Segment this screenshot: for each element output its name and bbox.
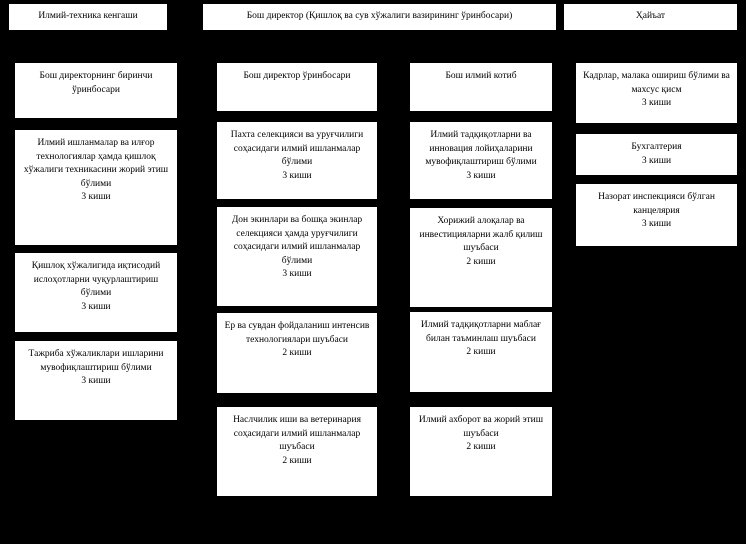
node-staff-count: 2 киши	[466, 347, 496, 357]
node-label: Илмий тадқиқотларни маблағ билан таъминл…	[420, 320, 542, 344]
node-label: Илмий ахборот ва жорий этиш шуъбаси	[418, 415, 544, 439]
node-general-director[interactable]: Бош директор (Қишлоқ ва сув хўжалиги ваз…	[202, 3, 557, 31]
node-staff-count: 3 киши	[282, 170, 312, 181]
node-label: Бош директор ўринбосари	[243, 71, 351, 81]
node-label: Илмий тадқиқотларни ва инновация лойиҳал…	[425, 130, 537, 167]
node-staff-count: 3 киши	[641, 219, 672, 229]
node-staff-count: 3 киши	[81, 301, 111, 312]
node-col4-department-2[interactable]: Бухгалтерия 3 киши	[575, 133, 738, 176]
node-chief-scientific-secretary[interactable]: Бош илмий котиб	[409, 62, 553, 112]
node-label: Хорижий алоқалар ва инвестицияларни жалб…	[419, 216, 543, 253]
node-col4-department-1[interactable]: Кадрлар, малака ошириш бўлими ва махсус …	[575, 62, 738, 124]
node-label: Пахта селекцияси ва уруғчилиги соҳасидаг…	[230, 130, 364, 167]
node-col1-department-3[interactable]: Тажриба хўжаликлари ишларини мувофиқлашт…	[14, 340, 178, 421]
node-board[interactable]: Ҳайъат	[563, 3, 738, 31]
node-label: Бош илмий котиб	[445, 71, 517, 81]
node-staff-count: 3 киши	[81, 376, 111, 386]
node-col2-department-4[interactable]: Наслчилик иши ва ветеринария соҳасидаги …	[216, 406, 378, 497]
node-label: Тажриба хўжаликлари ишларини мувофиқлашт…	[28, 349, 164, 373]
node-label: Илмий-техника кенгаши	[38, 11, 138, 22]
node-staff-count: 2 киши	[466, 442, 496, 452]
node-staff-count: 3 киши	[641, 98, 672, 108]
node-col2-department-3[interactable]: Ер ва сувдан фойдаланиш интенсив техноло…	[216, 312, 378, 394]
node-staff-count: 3 киши	[466, 170, 496, 181]
node-staff-count: 3 киши	[81, 192, 111, 202]
node-staff-count: 2 киши	[466, 256, 496, 267]
node-label: Назорат инспекцияси бўлган канцелярия	[598, 192, 715, 216]
node-col3-department-3[interactable]: Илмий тадқиқотларни маблағ билан таъминл…	[409, 311, 553, 393]
node-label: Бош директорнинг биринчи ўринбосари	[39, 71, 153, 95]
node-label: Дон экинлари ва бошқа экинлар селекцияси…	[231, 215, 363, 266]
node-label: Бухгалтерия	[631, 142, 682, 152]
node-col3-department-1[interactable]: Илмий тадқиқотларни ва инновация лойиҳал…	[409, 121, 553, 200]
node-label: Кадрлар, малака ошириш бўлими ва махсус …	[583, 71, 730, 95]
node-label: Ер ва сувдан фойдаланиш интенсив техноло…	[224, 321, 370, 345]
node-col3-department-2[interactable]: Хорижий алоқалар ва инвестицияларни жалб…	[409, 207, 553, 308]
node-label: Қишлоқ хўжалигида иқтисодий ислоҳотларни…	[31, 261, 161, 298]
node-staff-count: 3 киши	[282, 269, 312, 279]
node-scientific-technical-council[interactable]: Илмий-техника кенгаши	[8, 3, 168, 31]
node-label: Наслчилик иши ва ветеринария соҳасидаги …	[233, 415, 361, 452]
node-label: Бош директор (Қишлоқ ва сув хўжалиги ваз…	[246, 11, 513, 22]
node-first-deputy-general-director[interactable]: Бош директорнинг биринчи ўринбосари	[14, 62, 178, 119]
node-label: Илмий ишланмалар ва илғор технологиялар …	[23, 138, 169, 189]
node-col1-department-1[interactable]: Илмий ишланмалар ва илғор технологиялар …	[14, 129, 178, 246]
node-col3-department-4[interactable]: Илмий ахборот ва жорий этиш шуъбаси 2 ки…	[409, 406, 553, 497]
node-staff-count: 2 киши	[282, 348, 312, 358]
node-col2-department-2[interactable]: Дон экинлари ва бошқа экинлар селекцияси…	[216, 206, 378, 307]
node-staff-count: 2 киши	[282, 455, 312, 466]
node-staff-count: 3 киши	[641, 155, 672, 166]
node-deputy-general-director[interactable]: Бош директор ўринбосари	[216, 62, 378, 112]
node-label: Ҳайъат	[635, 11, 666, 22]
node-col2-department-1[interactable]: Пахта селекцияси ва уруғчилиги соҳасидаг…	[216, 121, 378, 200]
node-col1-department-2[interactable]: Қишлоқ хўжалигида иқтисодий ислоҳотларни…	[14, 252, 178, 333]
node-col4-department-3[interactable]: Назорат инспекцияси бўлган канцелярия 3 …	[575, 183, 738, 247]
